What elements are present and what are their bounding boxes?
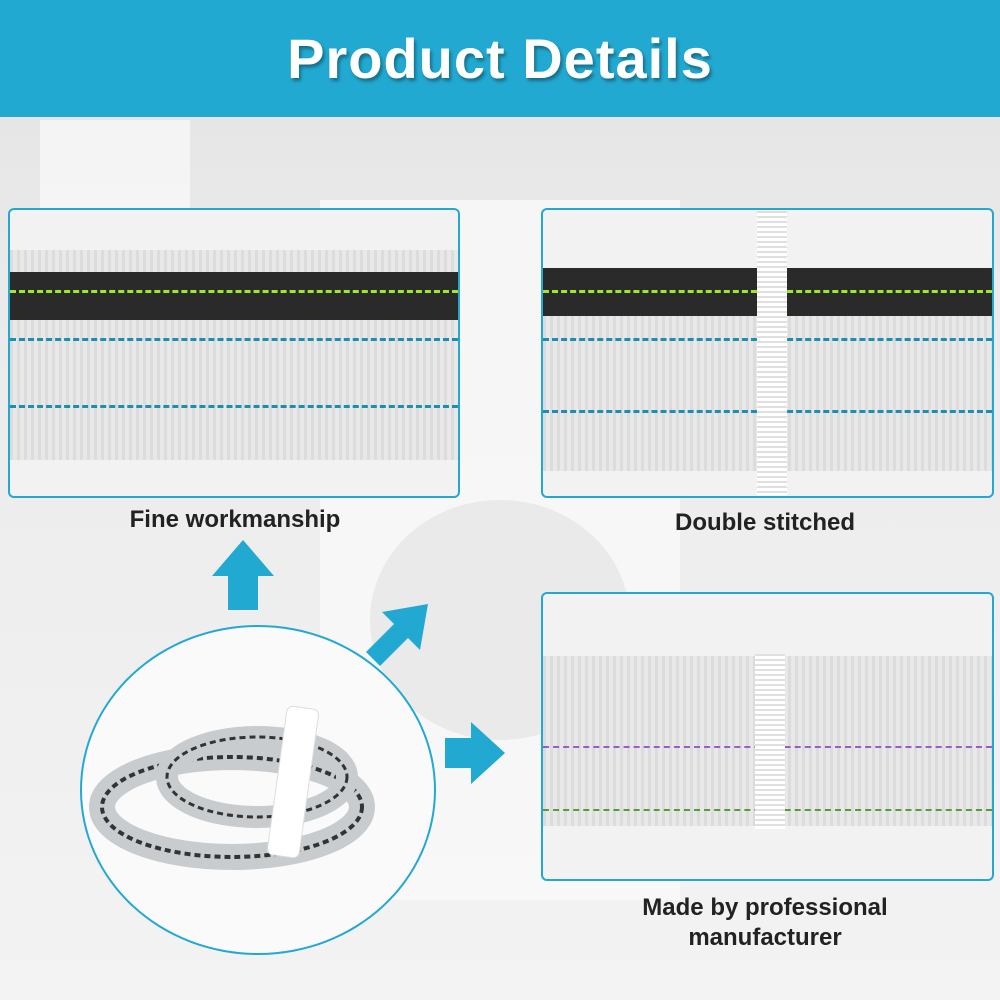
caption-line-1: Made by professional xyxy=(642,894,888,921)
product-strap-coil-illustration xyxy=(89,705,375,870)
arrow-up-right-icon xyxy=(366,604,428,666)
header-banner: Product Details xyxy=(0,0,1000,117)
arrow-right-icon xyxy=(445,722,505,784)
photo-professional-manufacturer xyxy=(541,592,994,881)
caption-professional-manufacturer: Made by professional manufacturer xyxy=(580,893,950,953)
background-towels xyxy=(40,120,190,210)
photo-fine-workmanship xyxy=(8,208,460,498)
caption-double-stitched: Double stitched xyxy=(674,509,855,536)
caption-fine-workmanship: Fine workmanship xyxy=(129,506,341,533)
caption-line-2: manufacturer xyxy=(688,924,842,951)
product-overview-photo xyxy=(80,625,436,955)
page-title: Product Details xyxy=(287,27,713,90)
photo-double-stitched xyxy=(541,208,994,498)
arrow-up-icon xyxy=(212,540,274,610)
